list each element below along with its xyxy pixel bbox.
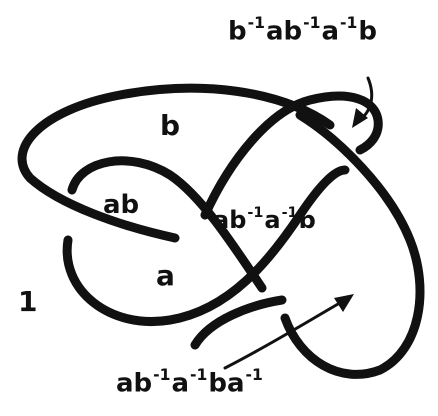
label-bottom-exp-1: -1 bbox=[190, 366, 207, 384]
label-b: b bbox=[160, 112, 180, 140]
label-ab: ab bbox=[103, 192, 139, 218]
label-bottom-part-0: ab bbox=[116, 369, 152, 399]
label-bottom-exp-3: -1 bbox=[246, 366, 263, 384]
label-bottom-part-3: a bbox=[227, 369, 245, 399]
label-one: 1 bbox=[18, 288, 37, 316]
label-bottom: ab-1a-1ba-1 bbox=[116, 370, 264, 397]
label-middle: ab-1a-1b bbox=[213, 208, 316, 232]
strand-right-descend bbox=[285, 115, 420, 374]
label-middle-exp-1: -1 bbox=[282, 205, 298, 221]
arrow-top-head bbox=[352, 108, 368, 128]
label-top-exp-3: -1 bbox=[340, 14, 357, 32]
label-middle-part-2: b bbox=[299, 206, 316, 234]
label-bottom-exp-0: -1 bbox=[153, 366, 170, 384]
label-a-part-0: a bbox=[156, 259, 175, 292]
label-top-exp-0: -1 bbox=[248, 14, 265, 32]
label-middle-part-0: ab bbox=[213, 206, 246, 234]
label-top-part-0: b bbox=[228, 17, 247, 47]
label-ab-part-0: ab bbox=[103, 190, 139, 220]
label-middle-part-1: a bbox=[264, 206, 280, 234]
label-top-part-1: a bbox=[266, 17, 284, 47]
label-top-exp-2: -1 bbox=[303, 14, 320, 32]
label-bottom-part-2: b bbox=[208, 369, 227, 399]
label-one-part-0: 1 bbox=[18, 285, 37, 318]
label-b-part-0: b bbox=[160, 109, 180, 142]
label-top-part-2: b bbox=[284, 17, 303, 47]
label-a: a bbox=[156, 262, 175, 290]
label-top-part-4: b bbox=[358, 17, 377, 47]
label-bottom-part-1: a bbox=[171, 369, 189, 399]
label-top: b-1ab-1a-1b bbox=[228, 18, 377, 45]
label-top-part-3: a bbox=[321, 17, 339, 47]
label-middle-exp-0: -1 bbox=[247, 205, 263, 221]
